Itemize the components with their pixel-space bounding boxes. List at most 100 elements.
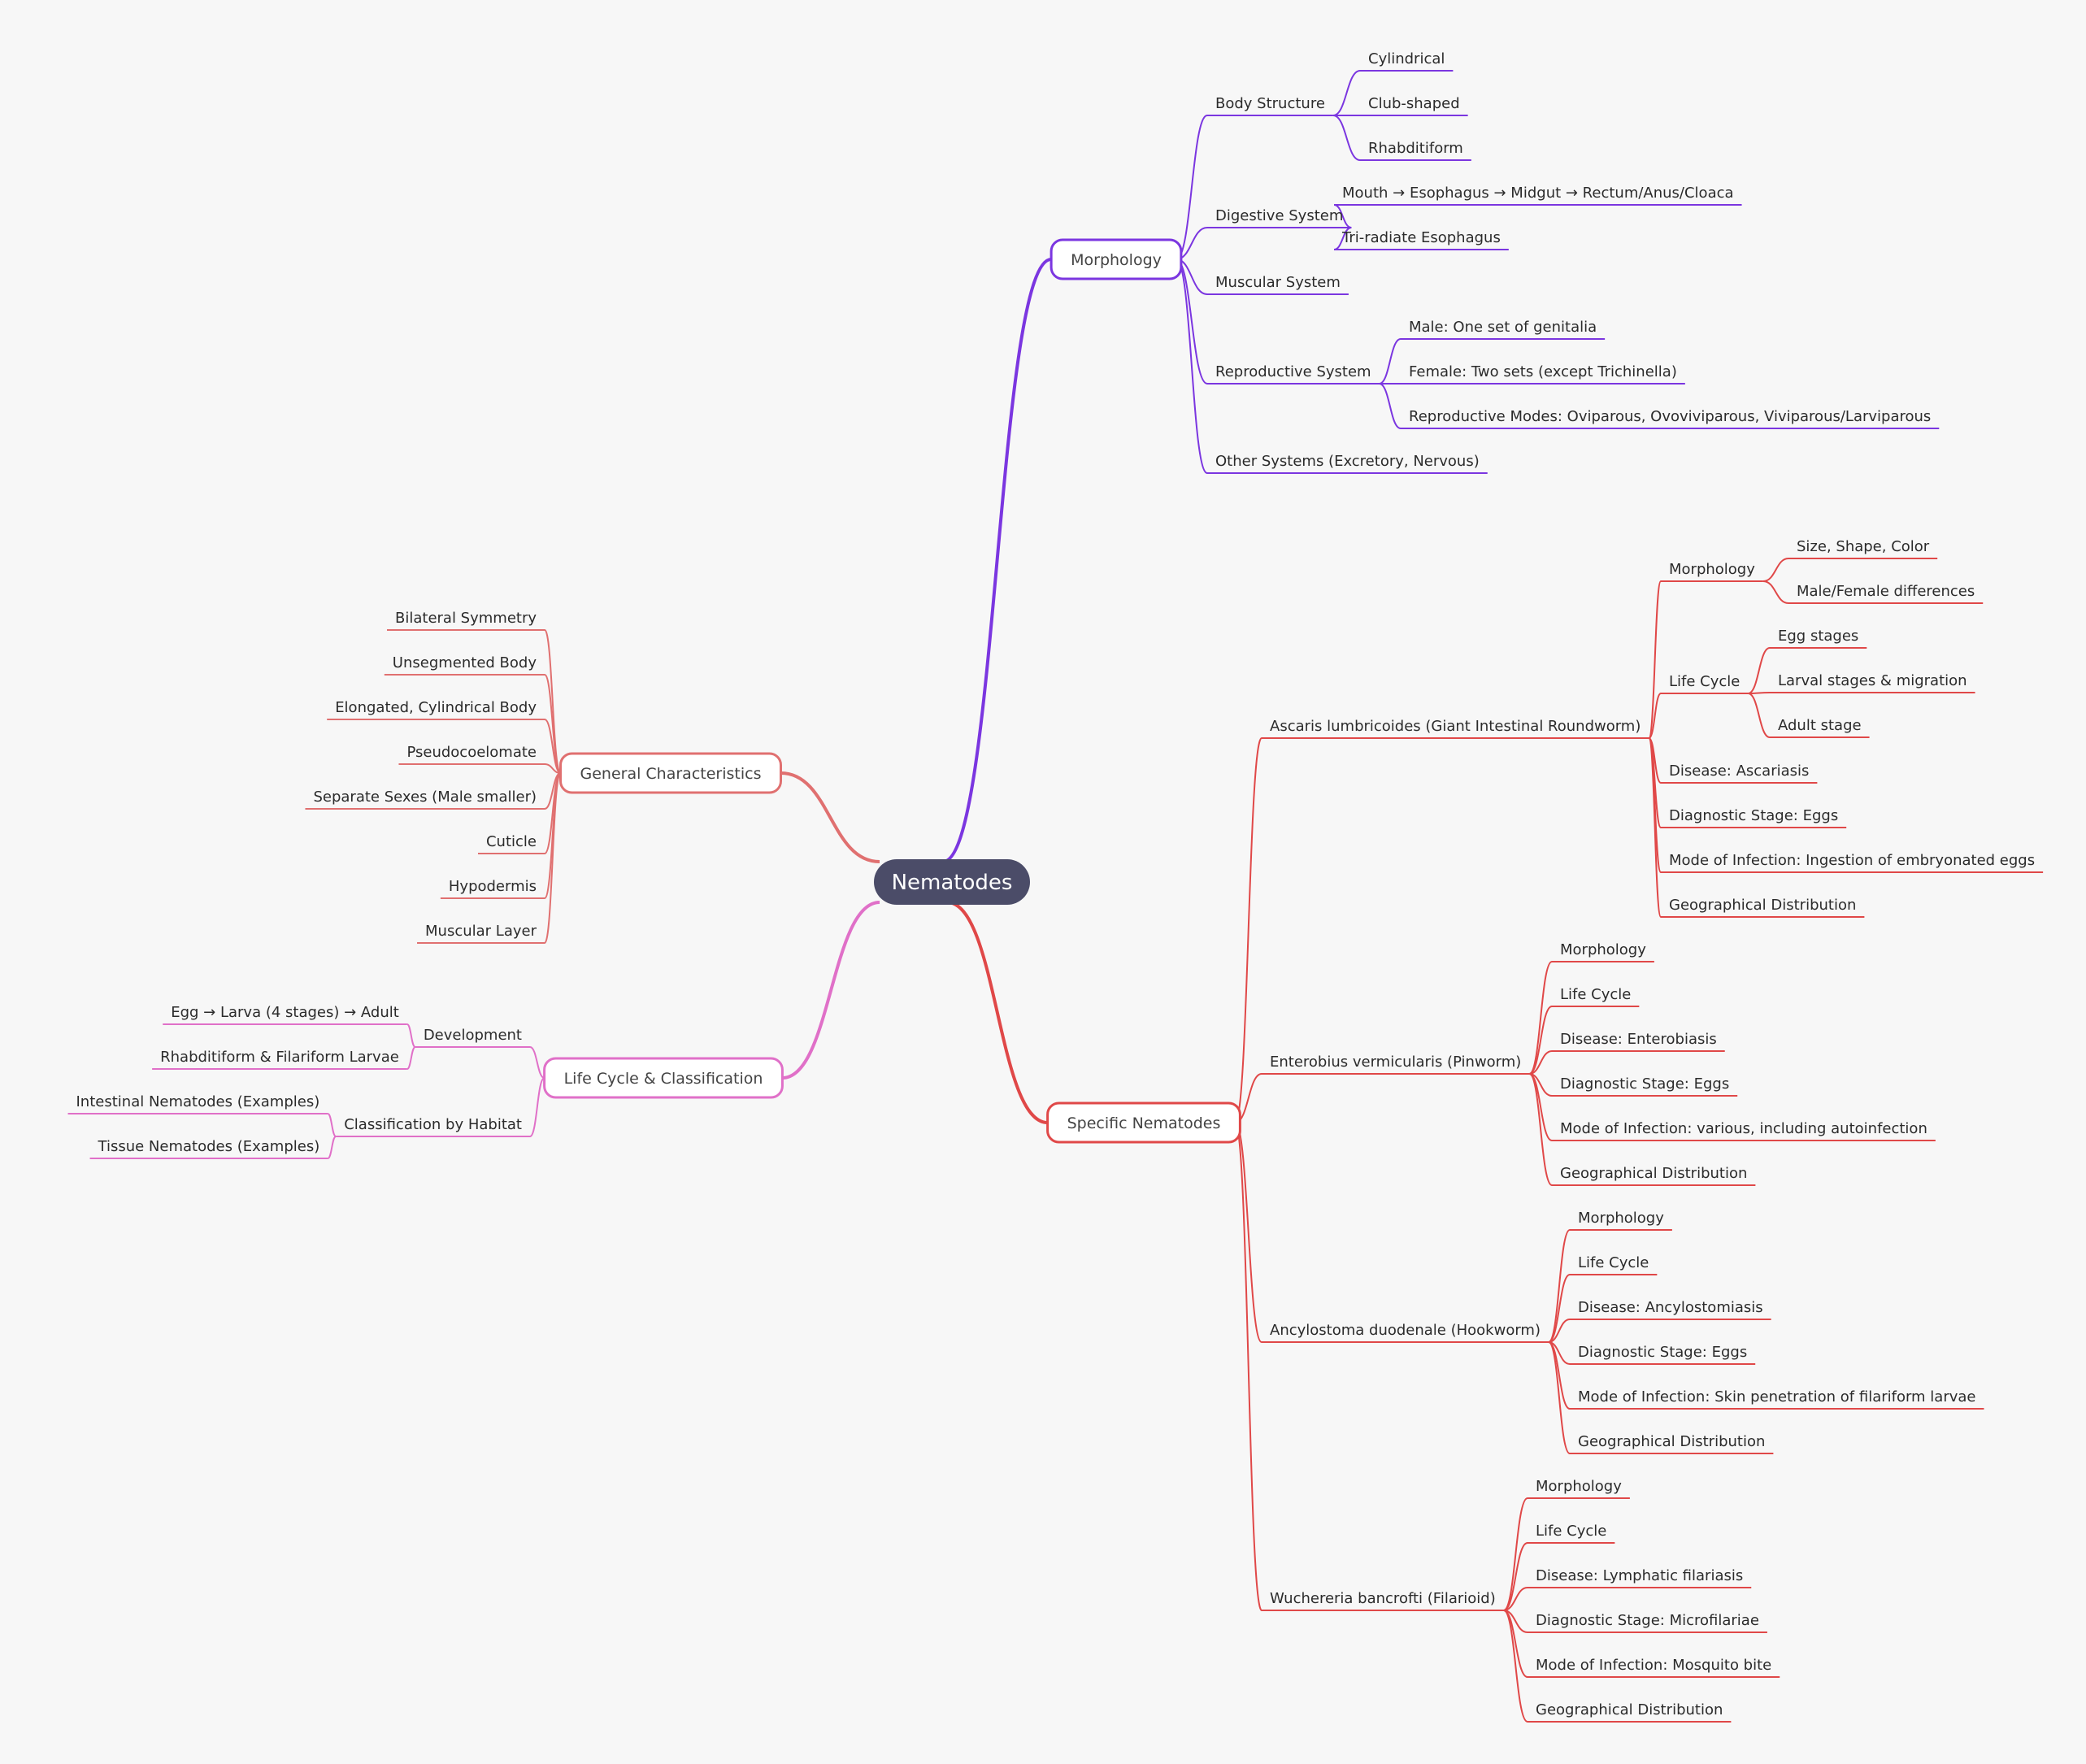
node-mode-of-infection-skin-penetration-of-fi[interactable]: Mode of Infection: Skin penetration of f…: [1578, 1388, 1976, 1406]
node-mouth-esophagus-midgut-rectum-anus-cloac[interactable]: Mouth → Esophagus → Midgut → Rectum/Anus…: [1342, 185, 1734, 202]
link-wuchereria-bancrofti-filarioid-2: [1503, 1587, 1528, 1611]
label-general-characteristics: General Characteristics: [580, 765, 762, 783]
link-root-general: [780, 771, 880, 863]
node-rhabditiform-filariform-larvae[interactable]: Rhabditiform & Filariform Larvae: [160, 1049, 399, 1066]
link-specific-ancylostoma-duodenale-hookworm: [1234, 1122, 1262, 1343]
node-size-shape-color[interactable]: Size, Shape, Color: [1797, 538, 1930, 555]
link-body-structure-2: [1332, 115, 1361, 161]
node-muscular-system[interactable]: Muscular System: [1215, 274, 1341, 291]
node-morphology[interactable]: Morphology: [1578, 1210, 1664, 1227]
link-enterobius-vermicularis-pinworm-0: [1528, 961, 1553, 1075]
node-pseudocoelomate[interactable]: Pseudocoelomate: [406, 744, 537, 761]
node-life-cycle[interactable]: Life Cycle: [1536, 1523, 1606, 1540]
node-elongated-cylindrical-body[interactable]: Elongated, Cylindrical Body: [335, 699, 537, 716]
node-diagnostic-stage-eggs[interactable]: Diagnostic Stage: Eggs: [1578, 1344, 1747, 1361]
node-geographical-distribution[interactable]: Geographical Distribution: [1560, 1165, 1747, 1182]
node-morphology[interactable]: Morphology: [1536, 1478, 1622, 1495]
node-rhabditiform[interactable]: Rhabditiform: [1368, 140, 1463, 157]
node-morphology[interactable]: Morphology: [1669, 561, 1755, 578]
node-cuticle[interactable]: Cuticle: [486, 833, 537, 850]
node-body-structure[interactable]: Body Structure: [1215, 95, 1325, 112]
node-reproductive-system[interactable]: Reproductive System: [1215, 363, 1371, 380]
node-life-cycle[interactable]: Life Cycle: [1578, 1254, 1649, 1271]
link-ancylostoma-duodenale-hookworm-2: [1548, 1319, 1571, 1343]
link-specific-ascaris-lumbricoides-giant-intestinal-ro: [1234, 737, 1262, 1123]
connector-layer: [67, 70, 2044, 1723]
link-lifecycle-classification-by-habitat: [529, 1077, 545, 1137]
node-female-two-sets-except-trichinella[interactable]: Female: Two sets (except Trichinella): [1409, 363, 1677, 380]
node-disease-lymphatic-filariasis[interactable]: Disease: Lymphatic filariasis: [1536, 1567, 1743, 1584]
link-enterobius-vermicularis-pinworm-5: [1528, 1073, 1553, 1186]
node-disease-ancylostomiasis[interactable]: Disease: Ancylostomiasis: [1578, 1299, 1763, 1316]
node-morphology[interactable]: Morphology: [1560, 941, 1646, 958]
node-diagnostic-stage-eggs[interactable]: Diagnostic Stage: Eggs: [1669, 807, 1838, 824]
box-specific-nematodes[interactable]: [1046, 1101, 1241, 1144]
node-bilateral-symmetry[interactable]: Bilateral Symmetry: [395, 610, 537, 627]
node-cylindrical[interactable]: Cylindrical: [1368, 50, 1445, 67]
node-tissue-nematodes-examples[interactable]: Tissue Nematodes (Examples): [98, 1138, 320, 1155]
box-life-cycle-classification[interactable]: [543, 1057, 784, 1099]
node-geographical-distribution[interactable]: Geographical Distribution: [1536, 1701, 1723, 1718]
link-morphology-0: [1762, 558, 1789, 582]
label-life-cycle-classification: Life Cycle & Classification: [564, 1070, 763, 1088]
link-general-7: [544, 772, 562, 944]
link-wuchereria-bancrofti-filarioid-5: [1503, 1610, 1528, 1723]
node-enterobius-vermicularis-pinworm[interactable]: Enterobius vermicularis (Pinworm): [1270, 1054, 1521, 1071]
link-wuchereria-bancrofti-filarioid-1: [1503, 1542, 1528, 1611]
node-larval-stages-migration[interactable]: Larval stages & migration: [1778, 672, 1967, 689]
node-intestinal-nematodes-examples[interactable]: Intestinal Nematodes (Examples): [76, 1093, 320, 1110]
link-development-1: [406, 1046, 416, 1070]
node-hypodermis[interactable]: Hypodermis: [449, 878, 537, 895]
node-mode-of-infection-mosquito-bite[interactable]: Mode of Infection: Mosquito bite: [1536, 1657, 1771, 1674]
root-node[interactable]: [874, 859, 1030, 905]
node-other-systems-excretory-nervous[interactable]: Other Systems (Excretory, Nervous): [1215, 453, 1480, 470]
node-disease-ascariasis[interactable]: Disease: Ascariasis: [1669, 763, 1809, 780]
node-geographical-distribution[interactable]: Geographical Distribution: [1669, 897, 1856, 914]
link-specific-wuchereria-bancrofti-filarioid: [1234, 1122, 1262, 1611]
node-mode-of-infection-various-including-auto[interactable]: Mode of Infection: various, including au…: [1560, 1120, 1927, 1137]
node-digestive-system[interactable]: Digestive System: [1215, 207, 1343, 224]
link-life-cycle-0: [1747, 647, 1771, 694]
node-tri-radiate-esophagus[interactable]: Tri-radiate Esophagus: [1341, 229, 1501, 246]
node-mode-of-infection-ingestion-of-embryonat[interactable]: Mode of Infection: Ingestion of embryona…: [1669, 852, 2035, 869]
node-ascaris-lumbricoides-giant-intestinal-ro[interactable]: Ascaris lumbricoides (Giant Intestinal R…: [1270, 718, 1641, 735]
node-diagnostic-stage-microfilariae[interactable]: Diagnostic Stage: Microfilariae: [1536, 1612, 1759, 1629]
node-layer: Morphology Body Structure CylindricalClub-…: [76, 50, 2036, 1718]
link-reproductive-system-2: [1379, 383, 1402, 429]
link-development-0: [406, 1023, 416, 1048]
link-classification-by-habitat-1: [327, 1136, 337, 1159]
node-egg-stages[interactable]: Egg stages: [1778, 628, 1858, 645]
link-ancylostoma-duodenale-hookworm-1: [1548, 1274, 1571, 1343]
box-general-characteristics[interactable]: [559, 752, 782, 794]
link-reproductive-system-0: [1379, 338, 1402, 385]
link-morphology-1: [1762, 580, 1789, 604]
node-diagnostic-stage-eggs[interactable]: Diagnostic Stage: Eggs: [1560, 1075, 1729, 1093]
link-enterobius-vermicularis-pinworm-2: [1529, 1050, 1553, 1075]
node-classification-by-habitat[interactable]: Classification by Habitat: [344, 1116, 522, 1133]
link-morphology-other-systems-excretory-nervous: [1175, 259, 1208, 474]
node-reproductive-modes-oviparous-ovoviviparo[interactable]: Reproductive Modes: Oviparous, Ovovivipa…: [1409, 408, 1931, 425]
node-muscular-layer[interactable]: Muscular Layer: [425, 923, 537, 940]
node-disease-enterobiasis[interactable]: Disease: Enterobiasis: [1560, 1031, 1717, 1048]
link-classification-by-habitat-0: [327, 1113, 337, 1137]
node-adult-stage[interactable]: Adult stage: [1778, 717, 1862, 734]
label-specific-nematodes: Specific Nematodes: [1067, 1114, 1221, 1132]
node-unsegmented-body[interactable]: Unsegmented Body: [393, 654, 537, 671]
node-life-cycle[interactable]: Life Cycle: [1560, 986, 1631, 1003]
node-ancylostoma-duodenale-hookworm[interactable]: Ancylostoma duodenale (Hookworm): [1270, 1322, 1541, 1339]
node-egg-larva-4-stages-adult[interactable]: Egg → Larva (4 stages) → Adult: [171, 1004, 399, 1021]
node-male-one-set-of-genitalia[interactable]: Male: One set of genitalia: [1409, 319, 1597, 336]
link-ancylostoma-duodenale-hookworm-0: [1548, 1229, 1571, 1343]
node-development[interactable]: Development: [424, 1027, 522, 1044]
root-label: Nematodes: [892, 871, 1013, 895]
node-separate-sexes-male-smaller[interactable]: Separate Sexes (Male smaller): [313, 789, 537, 806]
node-male-female-differences[interactable]: Male/Female differences: [1797, 583, 1975, 600]
node-wuchereria-bancrofti-filarioid[interactable]: Wuchereria bancrofti (Filarioid): [1270, 1590, 1496, 1607]
node-club-shaped[interactable]: Club-shaped: [1368, 95, 1460, 112]
box-morphology[interactable]: [1050, 238, 1183, 280]
node-geographical-distribution[interactable]: Geographical Distribution: [1578, 1433, 1765, 1450]
link-digestive-system-0: [1333, 204, 1352, 228]
node-life-cycle[interactable]: Life Cycle: [1669, 673, 1740, 690]
